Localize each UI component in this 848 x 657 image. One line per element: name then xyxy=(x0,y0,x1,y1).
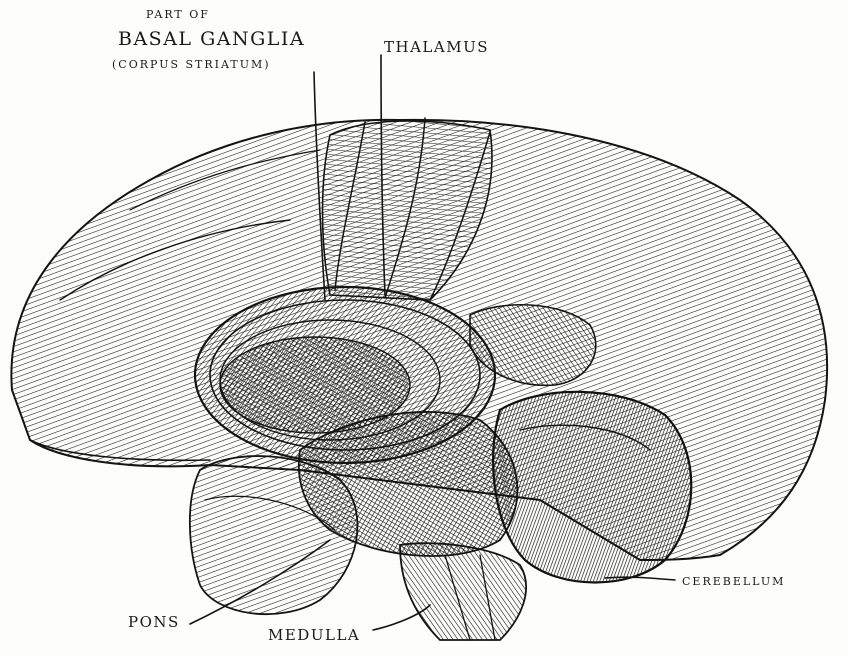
pons xyxy=(190,456,358,614)
label-part-of: PART OF xyxy=(146,8,210,21)
label-thalamus: THALAMUS xyxy=(384,38,489,56)
cerebellum xyxy=(493,392,691,583)
label-corpus-striatum: (CORPUS STRIATUM) xyxy=(112,58,271,71)
label-basal-ganglia: BASAL GANGLIA xyxy=(118,28,305,50)
medulla xyxy=(400,543,526,640)
label-pons: PONS xyxy=(128,613,180,631)
label-medulla: MEDULLA xyxy=(268,626,360,644)
label-cerebellum: CEREBELLUM xyxy=(682,575,785,588)
